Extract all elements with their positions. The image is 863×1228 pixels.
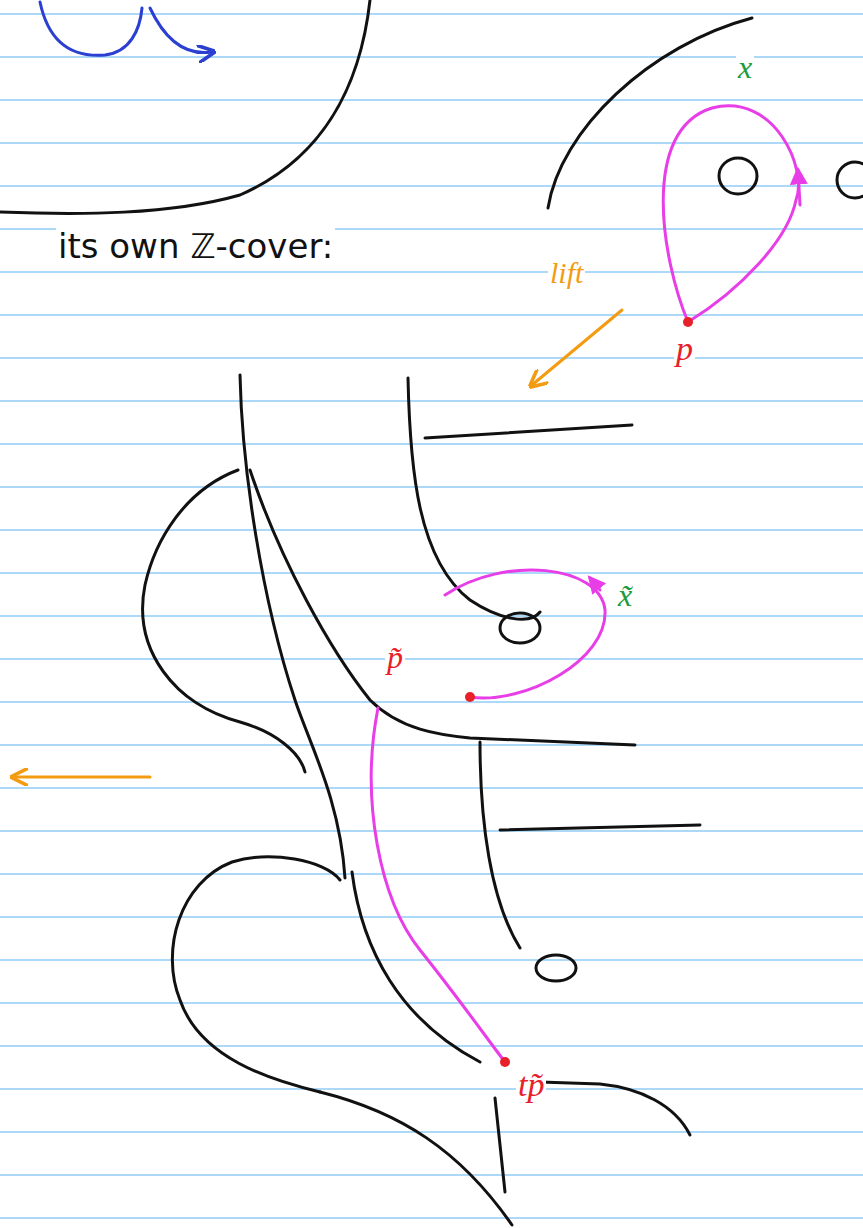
ruled-line — [0, 99, 863, 100]
ruled-line — [0, 744, 863, 745]
ruled-line — [0, 572, 863, 573]
ruled-line — [0, 185, 863, 186]
ruled-line — [0, 271, 863, 272]
ruled-line — [0, 357, 863, 358]
ruled-line — [0, 314, 863, 315]
ruled-line — [0, 916, 863, 917]
ruled-line — [0, 830, 863, 831]
top-left-sketch — [0, 0, 370, 213]
ruled-line — [0, 529, 863, 530]
ruled-line — [0, 658, 863, 659]
ruled-line — [0, 1088, 863, 1089]
ruled-lines — [0, 14, 863, 1218]
base-surface — [532, 18, 863, 385]
ruled-line — [0, 1174, 863, 1175]
translated-point-name: tp̃ — [516, 1066, 546, 1103]
ruled-line — [0, 1217, 863, 1218]
z-cover-surface — [143, 375, 700, 1225]
ruled-line — [0, 142, 863, 143]
ruled-line — [0, 787, 863, 788]
lift-note: lift — [548, 256, 585, 289]
ruled-line — [0, 400, 863, 401]
ruled-line — [0, 1045, 863, 1046]
ruled-line — [0, 56, 863, 57]
basepoint-name: p — [674, 330, 695, 367]
lifted-loop-name: x̃ — [616, 578, 634, 613]
ruled-line — [0, 615, 863, 616]
ruled-line — [0, 959, 863, 960]
ruled-line — [0, 486, 863, 487]
ruled-line — [0, 443, 863, 444]
lifted-point-name: p̃ — [385, 640, 405, 675]
ruled-line — [0, 1002, 863, 1003]
loop-name: x — [736, 50, 754, 85]
ruled-line — [0, 1131, 863, 1132]
note-text: its own ℤ-cover: — [56, 228, 335, 265]
ruled-line — [0, 701, 863, 702]
ruled-line — [0, 13, 863, 14]
lifted-paths — [14, 570, 605, 1067]
ruled-line — [0, 873, 863, 874]
